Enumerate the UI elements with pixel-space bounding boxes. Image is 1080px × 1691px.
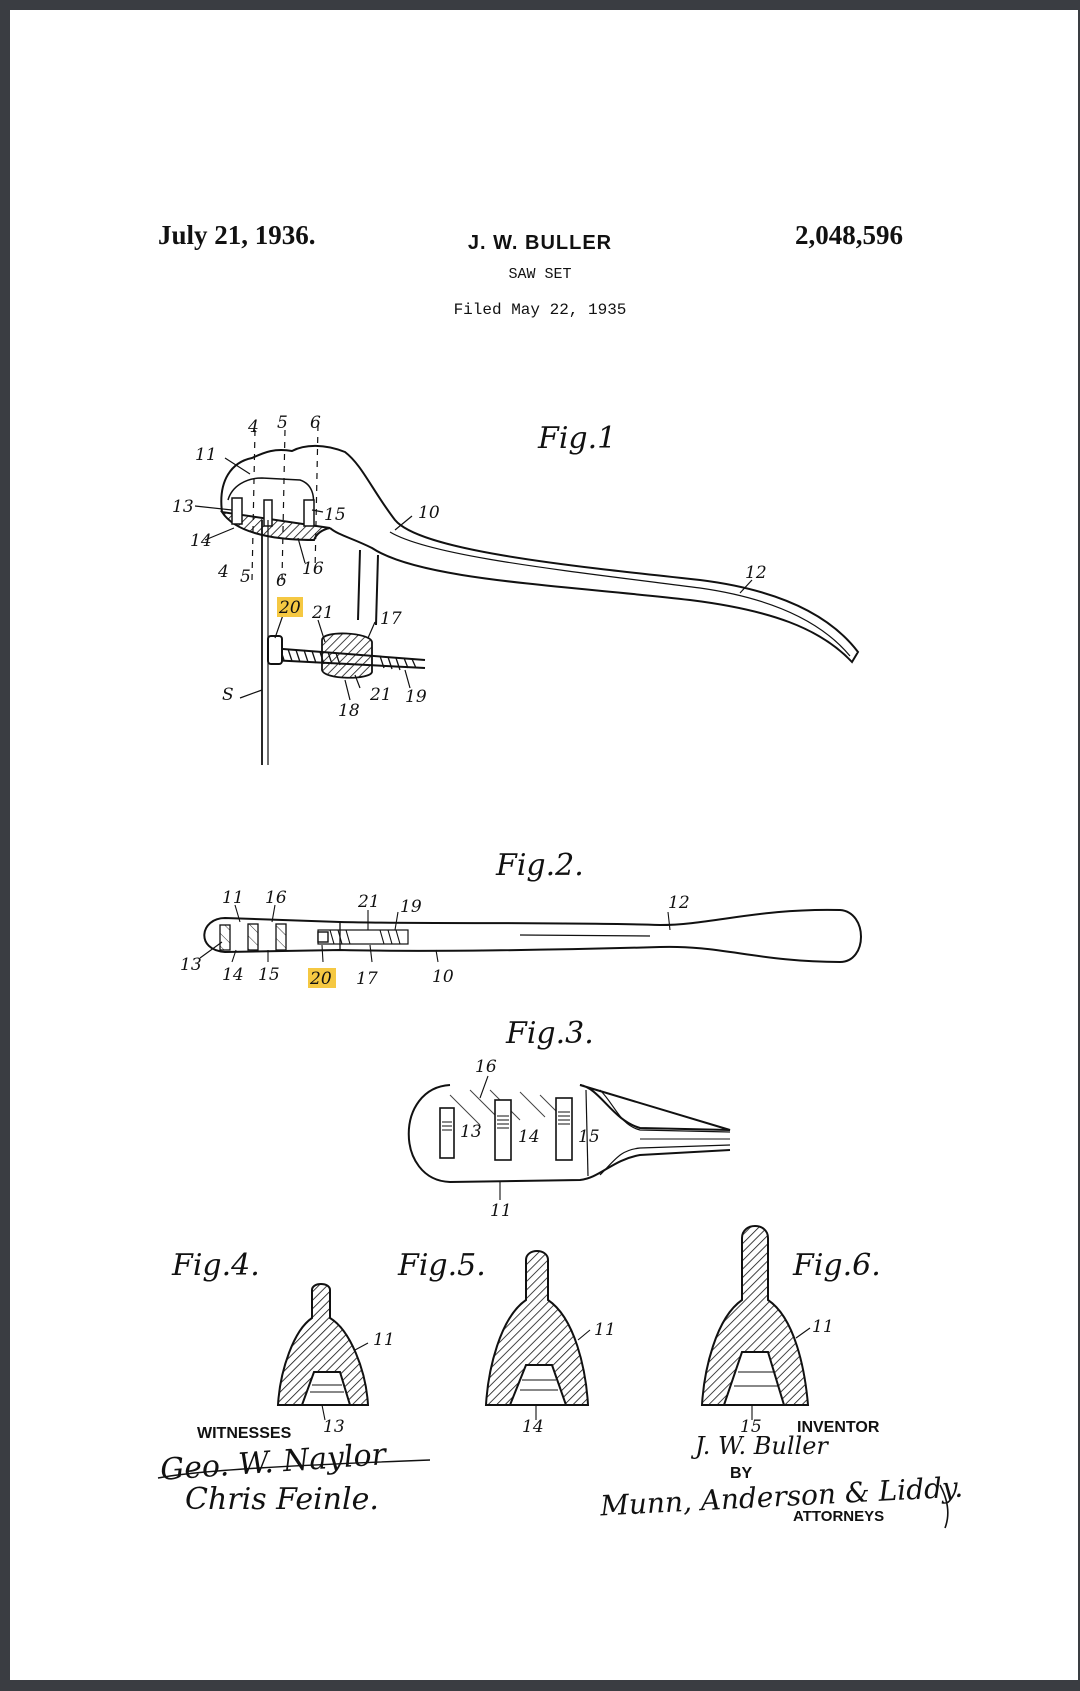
- signature-flourish: [939, 1484, 949, 1529]
- fig3-drawing: [407, 1075, 731, 1200]
- fig1-label: 14: [190, 531, 212, 551]
- fig2-label: 11: [222, 888, 244, 908]
- fig2-label: 13: [180, 955, 202, 975]
- fig2-label: 17: [356, 969, 378, 989]
- fig4-caption: Fig.4.: [171, 1248, 260, 1283]
- fig6-caption: Fig.6.: [792, 1248, 881, 1283]
- fig1-label: 5: [277, 413, 288, 433]
- fig1-label: 19: [405, 687, 427, 707]
- fig5-drawing: [484, 1250, 591, 1420]
- witness-signature: Chris Feinle.: [185, 1482, 379, 1517]
- fig3-labels: Fig.3. 16 13 14 15 11: [460, 1016, 600, 1221]
- fig6-labels: Fig.6. 11 15: [740, 1248, 881, 1437]
- patent-title: SAW SET: [508, 266, 572, 283]
- fig1-label: 4: [217, 562, 229, 582]
- fig1-label: 11: [195, 445, 217, 465]
- fig2-label: 19: [400, 897, 422, 917]
- fig2-label: 15: [258, 965, 280, 985]
- fig3-caption: Fig.3.: [505, 1016, 594, 1051]
- fig3-label: 16: [475, 1057, 497, 1077]
- fig3-label: 14: [518, 1127, 540, 1147]
- fig1-drawing: [194, 424, 860, 765]
- fig5-caption: Fig.5.: [397, 1248, 486, 1283]
- fig2-label: 12: [668, 893, 690, 913]
- fig1-label: 5: [240, 567, 251, 587]
- fig4-label: 13: [323, 1417, 345, 1437]
- fig1-label: 13: [172, 497, 194, 517]
- fig1-label: 6: [310, 413, 321, 433]
- highlight-box: [308, 968, 336, 988]
- signature-flourish: [157, 1459, 431, 1479]
- fig2-label: 14: [222, 965, 244, 985]
- attorneys-label: ATTORNEYS: [793, 1508, 885, 1525]
- fig4-label: 11: [373, 1330, 395, 1350]
- fig5-label: 14: [522, 1417, 544, 1437]
- fig1-labels: Fig.1 4 5 6 11 13 14 15 4 5 6 16 10 12 2…: [172, 413, 767, 721]
- inventor-label: INVENTOR: [797, 1419, 880, 1436]
- fig1-label: 17: [380, 609, 402, 629]
- fig2-caption: Fig.2.: [495, 848, 584, 883]
- fig6-drawing: [700, 1225, 811, 1420]
- witnesses-label: WITNESSES: [197, 1425, 292, 1442]
- fig5-labels: Fig.5. 11 14: [397, 1248, 616, 1437]
- fig2-label: 16: [265, 888, 287, 908]
- fig6-label: 11: [812, 1317, 834, 1337]
- fig4-drawing: [276, 1283, 370, 1421]
- fig2-drawing: [199, 904, 862, 964]
- fig4-labels: Fig.4. 11 13: [171, 1248, 395, 1437]
- fig5-label: 11: [594, 1320, 616, 1340]
- fig1-label: 4: [247, 417, 259, 437]
- filed-date: Filed May 22, 1935: [453, 301, 627, 319]
- fig1-label: 16: [302, 559, 324, 579]
- fig1-label: 10: [418, 503, 440, 523]
- fig1-label: 6: [276, 571, 287, 591]
- fig1-label: 21: [311, 603, 334, 623]
- inventor-name: J. W. BULLER: [467, 232, 613, 254]
- fig1-label: S: [222, 685, 234, 705]
- fig1-caption: Fig.1: [537, 421, 616, 456]
- fig2-labels: Fig.2. 11 16 21 19 12 13 14 15 20 17 10: [180, 848, 690, 989]
- fig3-label: 11: [490, 1201, 512, 1221]
- fig1-label-highlighted: 20: [278, 598, 301, 618]
- fig3-label: 13: [460, 1122, 482, 1142]
- inventor-signature: J. W. Buller: [695, 1432, 828, 1460]
- patent-date: July 21, 1936.: [158, 220, 316, 250]
- fig2-label: 21: [357, 892, 380, 912]
- by-label: BY: [730, 1465, 753, 1482]
- fig1-label: 12: [745, 563, 767, 583]
- fig2-label: 10: [432, 967, 454, 987]
- fig2-label-highlighted: 20: [309, 969, 332, 989]
- highlight-box: [277, 597, 303, 617]
- window-top-bar: [0, 0, 1080, 10]
- fig1-label: 21: [369, 685, 392, 705]
- patent-number: 2,048,596: [795, 220, 903, 250]
- fig1-label: 15: [324, 505, 346, 525]
- fig1-label: 18: [338, 701, 360, 721]
- fig3-label: 15: [578, 1127, 600, 1147]
- fig6-label: 15: [740, 1417, 762, 1437]
